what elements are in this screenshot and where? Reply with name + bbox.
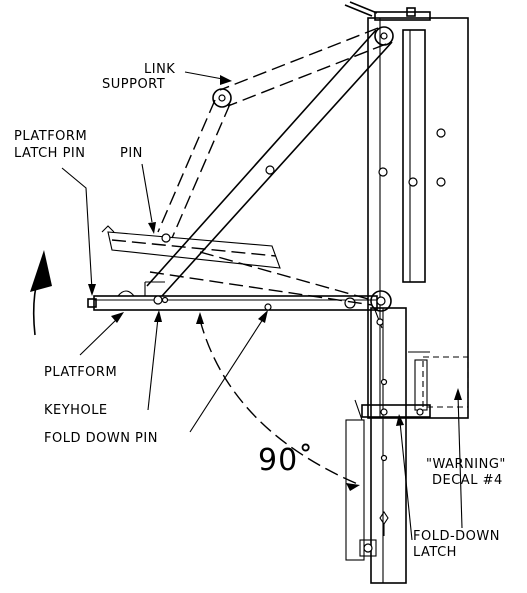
label-link-support-line1: LINK [144,62,175,77]
bolt-hole [378,167,388,177]
label-warning-decal-line2: DECAL #4 [432,473,503,488]
label-link-support-line2: SUPPORT [102,77,165,92]
bolt-hole [408,177,418,187]
platform [87,281,392,329]
leaders [61,71,463,541]
label-fold-down-pin: FOLD DOWN PIN [44,431,158,446]
pivot-pin [370,290,392,312]
label-fold-down-latch-line2: LATCH [413,545,457,560]
label-warning-decal-line1: "WARNING" [426,457,506,472]
keyhole [153,295,163,305]
label-pin: PIN [120,146,143,161]
label-fold-down-latch-line1: FOLD-DOWN [413,529,500,544]
warning-decal [422,356,469,408]
angle-arc [199,319,361,486]
label-platform: PLATFORM [44,365,117,380]
bolt-hole [436,128,446,138]
platform-latch-pin [87,298,97,308]
label-platform-latch-pin-line2: LATCH PIN [14,146,86,161]
housing [344,1,469,419]
diagonal-brace [146,26,394,297]
label-angle: 90˚ [258,443,314,478]
label-keyhole: KEYHOLE [44,403,108,418]
link-support-phantom [101,27,387,306]
fold-down-pin [264,303,272,311]
bolt-hole [436,177,446,187]
label-platform-latch-pin-line1: PLATFORM [14,129,87,144]
